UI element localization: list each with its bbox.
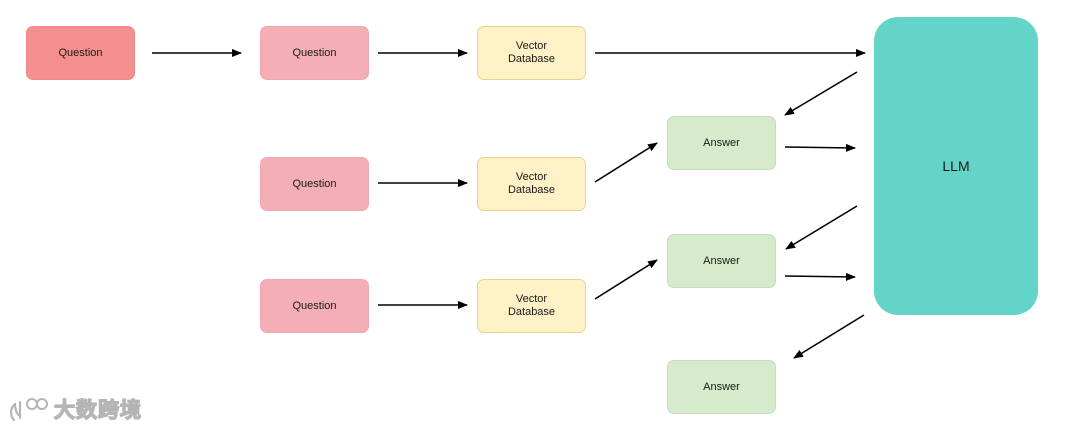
vector-database-node-1: Vector Database xyxy=(477,26,586,80)
answer-node-1: Answer xyxy=(667,116,776,170)
question-main-node: Question xyxy=(26,26,135,80)
answer-node-2: Answer xyxy=(667,234,776,288)
watermark: 大数跨境 xyxy=(8,392,142,426)
arrow-answer-2-to-llm xyxy=(784,272,856,281)
arrow-answer-1-to-llm xyxy=(784,143,856,152)
arrow-llm-to-answer-2 xyxy=(785,205,858,250)
arrow-llm-to-answer-1 xyxy=(784,71,858,116)
question-node-2: Question xyxy=(260,157,369,211)
arrow-vector-db-2-to-answer-1 xyxy=(594,142,658,183)
question-node-3: Question xyxy=(260,279,369,333)
llm-node: LLM xyxy=(874,17,1038,315)
watermark-logo-icon xyxy=(10,398,48,422)
arrow-llm-to-answer-3 xyxy=(793,314,865,359)
watermark-text: 大数跨境 xyxy=(53,397,142,422)
vector-database-node-2: Vector Database xyxy=(477,157,586,211)
answer-node-3: Answer xyxy=(667,360,776,414)
question-node-1: Question xyxy=(260,26,369,80)
vector-database-node-3: Vector Database xyxy=(477,279,586,333)
arrow-vector-db-3-to-answer-2 xyxy=(594,259,658,300)
